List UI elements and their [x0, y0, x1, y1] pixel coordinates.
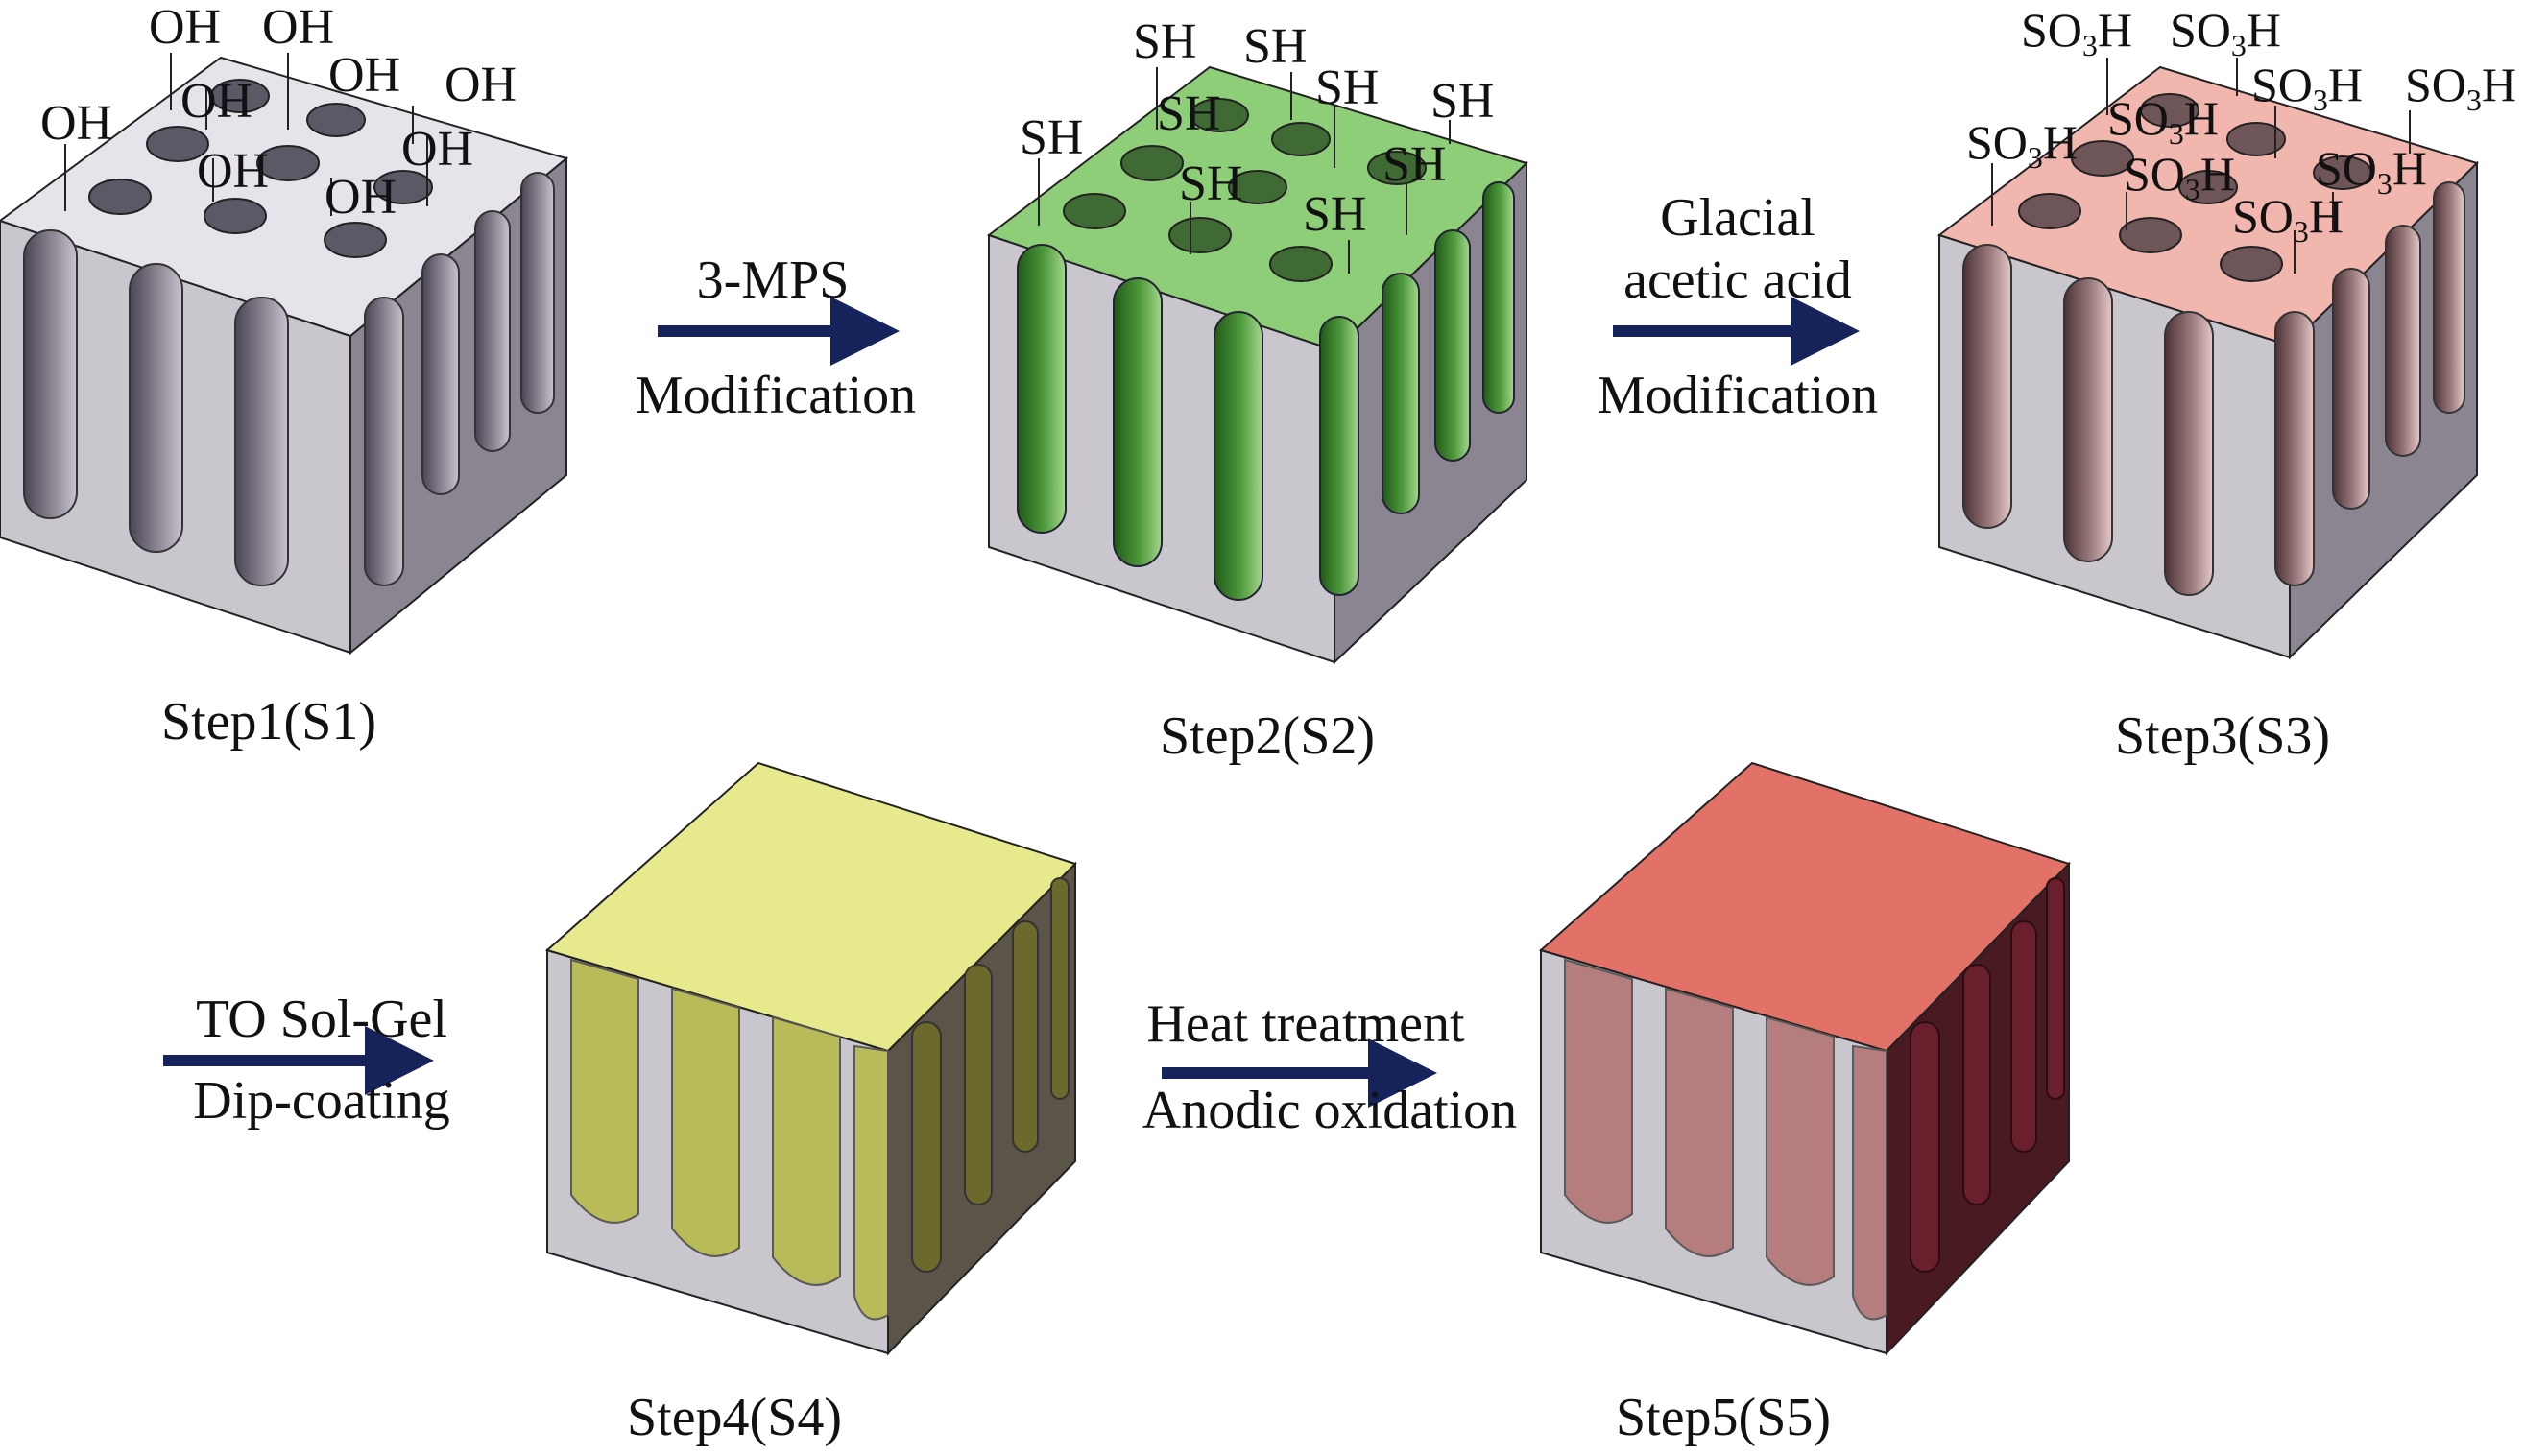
sh-label: SH	[1303, 187, 1366, 242]
arrow-label-line2: Modification	[636, 366, 916, 425]
oh-label: OH	[401, 122, 473, 177]
so3h-labels: SO3H SO3H SO3H SO3H SO3H SO3H SO3H SO3H …	[1966, 3, 2516, 249]
oh-label: OH	[149, 0, 221, 55]
sh-label: SH	[1430, 74, 1494, 129]
pore-channels	[1962, 181, 2465, 596]
step3-cube: SO3H SO3H SO3H SO3H SO3H SO3H SO3H SO3H …	[1936, 3, 2516, 766]
step1-label: Step1(S1)	[161, 692, 376, 752]
oh-label: OH	[262, 0, 334, 55]
sh-label: SH	[1382, 137, 1446, 192]
sh-label: SH	[1020, 110, 1083, 165]
oh-label: OH	[40, 96, 112, 151]
right-channels	[1910, 877, 2065, 1273]
step2-label: Step2(S2)	[1160, 706, 1375, 766]
oh-label: OH	[180, 74, 252, 129]
arrow-label-line1: Glacial	[1660, 188, 1815, 248]
sh-label: SH	[1315, 60, 1379, 115]
arrow-sol-gel: TO Sol-Gel Dip-coating	[163, 990, 450, 1131]
arrow-heat-treatment: Heat treatment Anodic oxidation	[1142, 994, 1517, 1140]
so3h-label: SO3H	[2405, 58, 2516, 117]
right-channels	[911, 877, 1070, 1273]
so3h-label: SO3H	[2107, 91, 2219, 151]
oh-labels: OH OH OH OH OH OH OH OH OH	[40, 0, 517, 225]
oh-label: OH	[328, 48, 400, 103]
step1-cube: OH OH OH OH OH OH OH OH OH Step1(S1)	[0, 0, 569, 752]
pore-channels	[1017, 181, 1515, 601]
cube-top-face	[1538, 761, 2071, 1053]
pore-channels	[23, 172, 555, 586]
step5-cube: Step5(S5)	[1538, 761, 2071, 1447]
step5-label: Step5(S5)	[1616, 1388, 1831, 1447]
sh-label: SH	[1157, 86, 1220, 141]
step3-label: Step3(S3)	[2115, 706, 2330, 766]
arrow-label-line1: Heat treatment	[1146, 994, 1465, 1054]
step2-cube: SH SH SH SH SH SH SH SH SH Step2(S2)	[986, 14, 1528, 766]
so3h-label: SO3H	[1966, 115, 2078, 175]
arrow-glacial-acetic-acid: Glacial acetic acid Modification	[1598, 188, 1878, 425]
sh-label: SH	[1179, 156, 1242, 211]
so3h-label: SO3H	[2232, 189, 2344, 249]
sh-label: SH	[1243, 19, 1307, 74]
arrow-label-line2: acetic acid	[1623, 251, 1852, 310]
coated-channels	[570, 958, 889, 1321]
arrow-label-line1: TO Sol-Gel	[196, 990, 447, 1049]
arrow-label-line3: Modification	[1598, 366, 1878, 425]
surface-pores	[88, 79, 433, 258]
oh-label: OH	[197, 144, 269, 199]
sh-label: SH	[1133, 14, 1196, 69]
arrow-3mps: 3-MPS Modification	[636, 251, 916, 425]
arrow-label-line1: 3-MPS	[697, 251, 850, 310]
step4-cube: Step4(S4)	[544, 761, 1077, 1447]
so3h-label: SO3H	[2021, 3, 2132, 62]
sh-bonds	[1038, 67, 1451, 274]
arrow-label-line2: Dip-coating	[193, 1071, 449, 1131]
so3h-label: SO3H	[2124, 147, 2235, 206]
oh-label: OH	[445, 58, 517, 112]
coated-channels	[1564, 958, 1887, 1321]
so3h-label: SO3H	[2170, 3, 2281, 62]
step4-label: Step4(S4)	[627, 1388, 842, 1447]
oh-bonds	[64, 53, 428, 216]
surface-pores	[2018, 93, 2372, 282]
oh-label: OH	[325, 170, 397, 225]
arrow-label-line2: Anodic oxidation	[1142, 1081, 1517, 1140]
sh-labels: SH SH SH SH SH SH SH SH SH	[1020, 14, 1494, 242]
so3h-label: SO3H	[2251, 58, 2363, 117]
so3h-label: SO3H	[2316, 141, 2427, 201]
surface-pores	[1063, 98, 1427, 282]
so3h-bonds	[1991, 58, 2411, 274]
